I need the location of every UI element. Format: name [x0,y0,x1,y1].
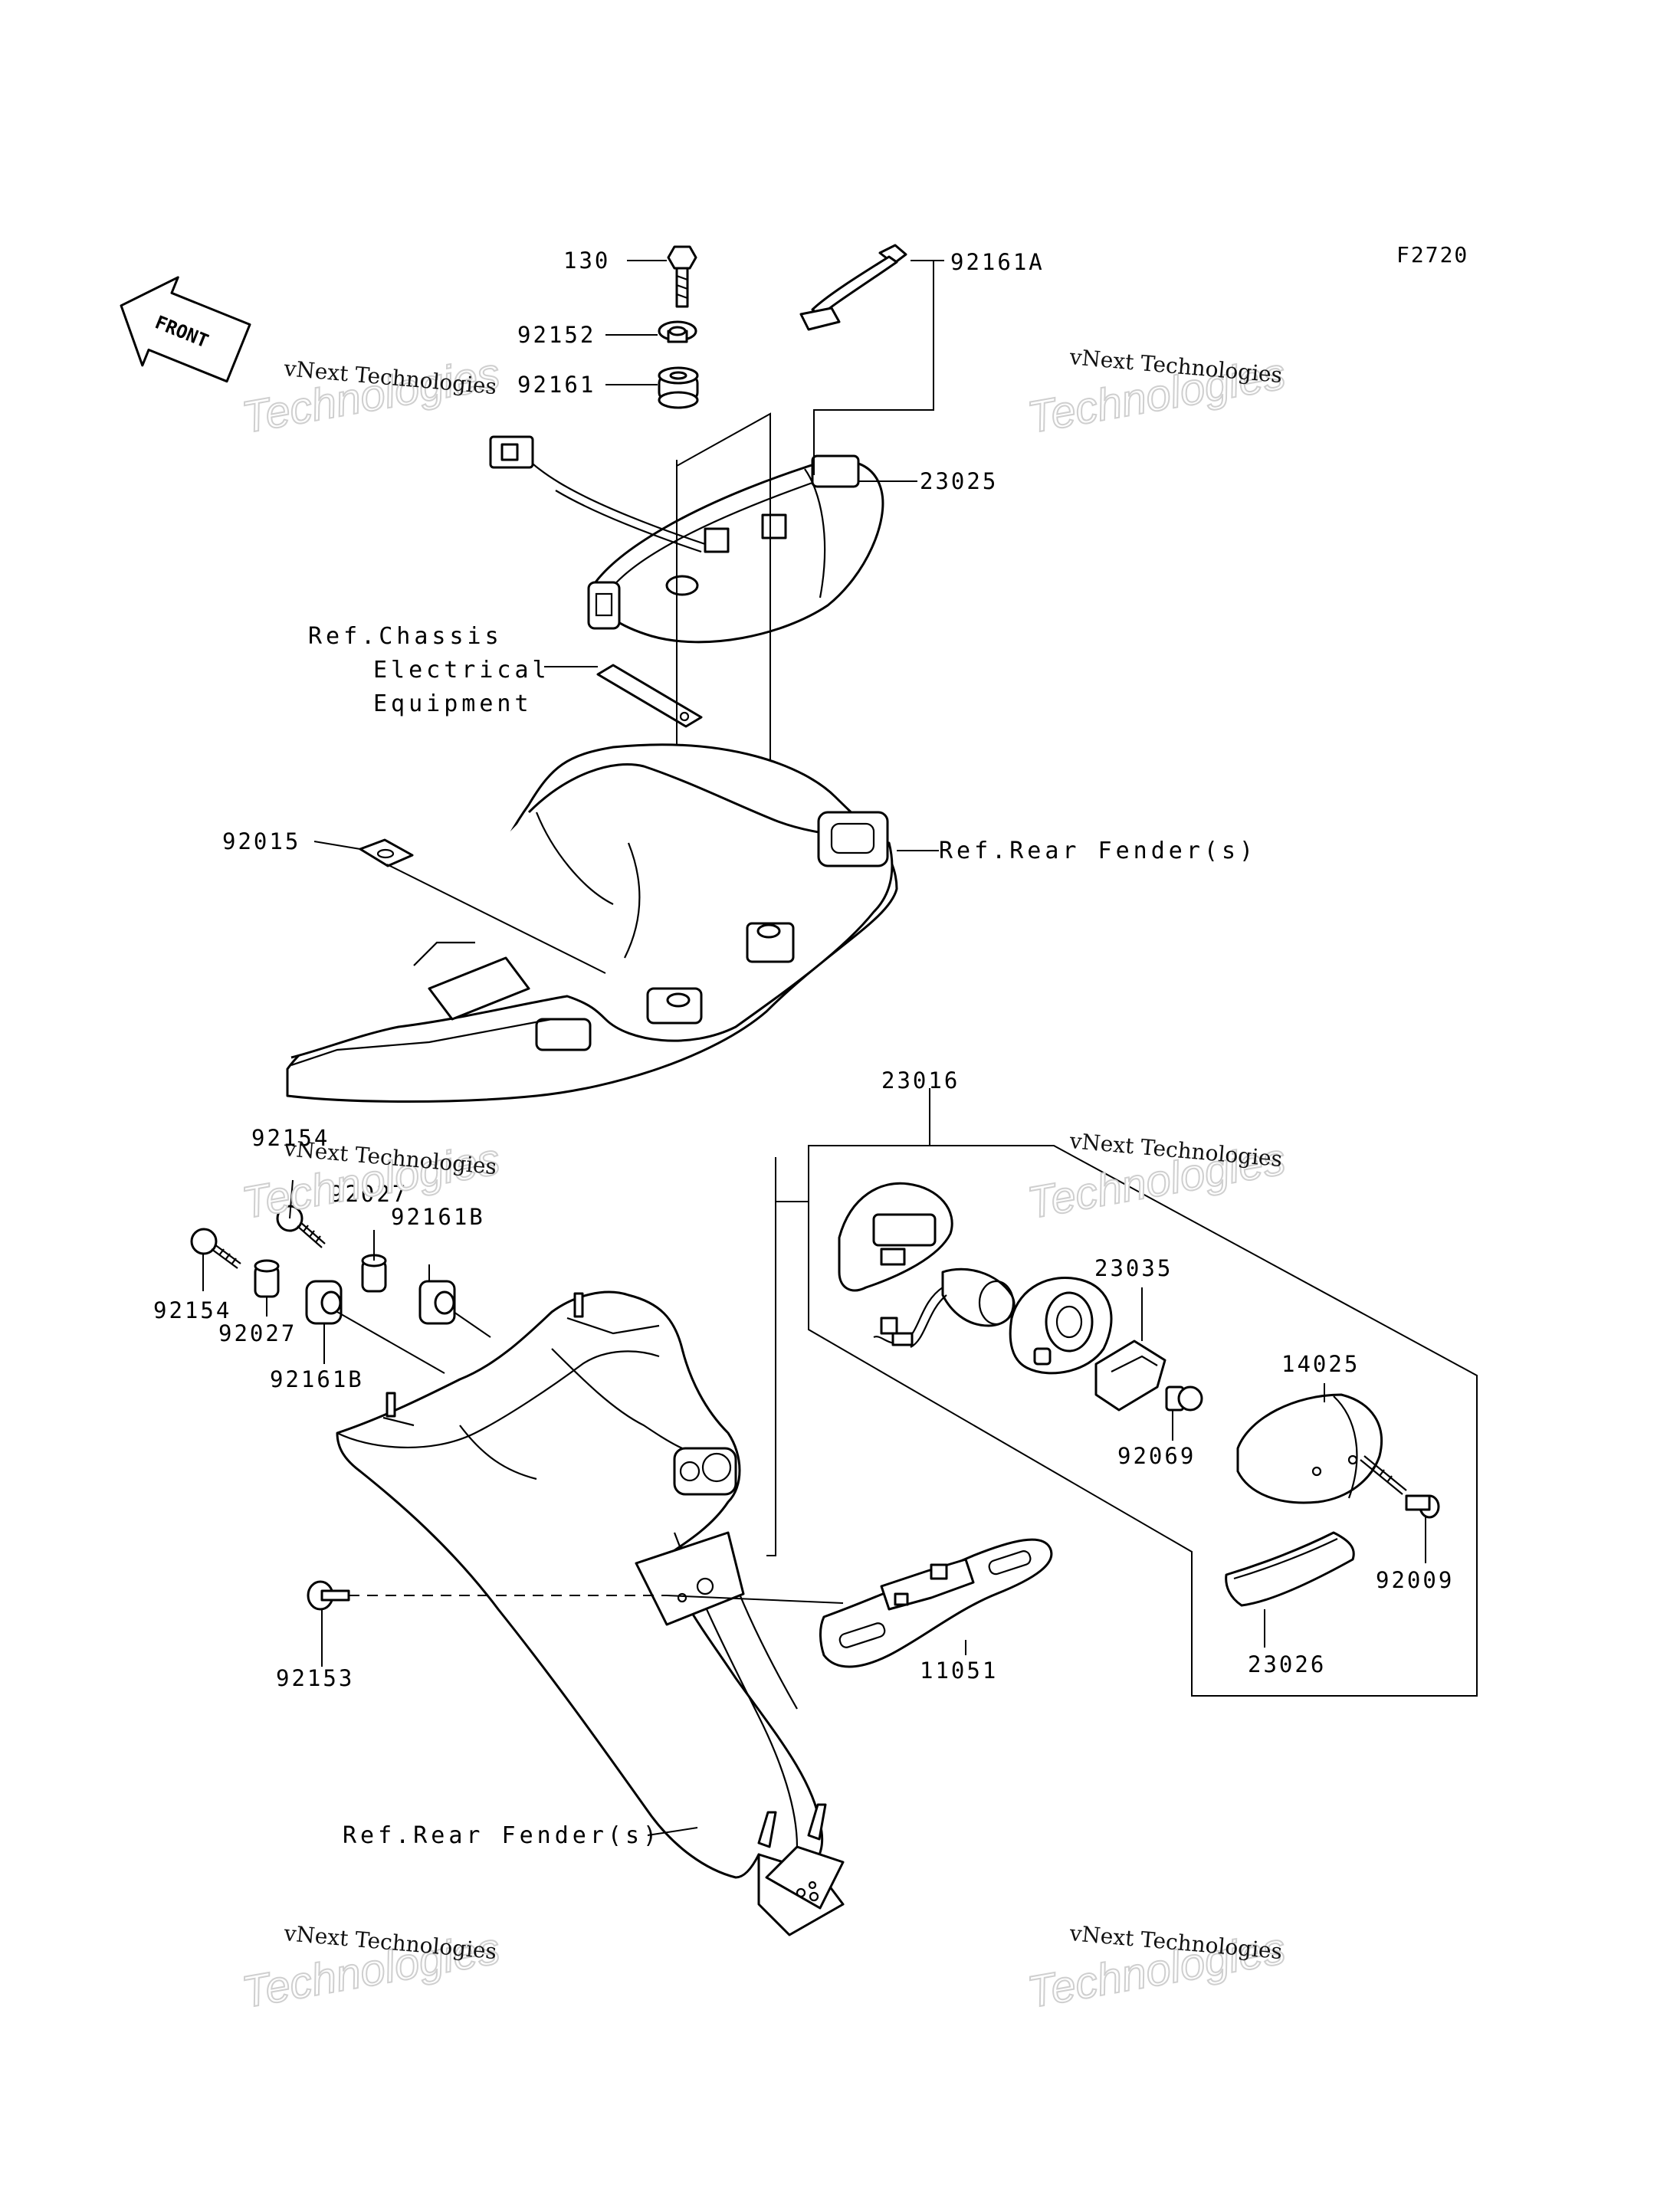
callout-92161a: 92161A [950,249,1045,275]
watermark-6: Technologies vNext Technologies [1023,1920,1290,2018]
rear-fender-upper-icon [286,743,898,1103]
license-fender-icon [336,1290,845,1936]
ref-rear-fender-bottom: Ref.Rear Fender(s) [343,1822,661,1849]
front-arrow-icon: FRONT [120,276,251,383]
ref-chassis-line2: Electrical [373,657,550,684]
collar-92027-bottom-icon [254,1259,280,1298]
callout-92027-bottom: 92027 [218,1320,297,1346]
watermark-5: Technologies vNext Technologies [238,1920,504,2018]
callout-92009: 92009 [1376,1567,1454,1593]
light-housing-icon [1009,1276,1113,1375]
socket-wire-icon [873,1267,1016,1348]
clip-23035-icon [1094,1340,1166,1412]
callout-23026: 23026 [1248,1651,1326,1677]
callout-92154-top: 92154 [251,1125,330,1151]
watermark-4: Technologies vNext Technologies [1023,1128,1290,1229]
callout-11051: 11051 [920,1658,998,1684]
callout-92069: 92069 [1117,1443,1196,1469]
tail-light-23025-icon [489,435,884,644]
callout-130: 130 [563,248,610,274]
strap-92161a-icon [799,244,907,331]
callout-14025: 14025 [1281,1351,1360,1377]
callout-23025: 23025 [920,468,998,494]
grommet-92161b-bottom-icon [305,1280,343,1325]
screw-92009-icon [1360,1455,1440,1519]
ref-rear-fender-top: Ref.Rear Fender(s) [939,838,1257,864]
watermark-2: Technologies vNext Technologies [1023,344,1290,444]
ref-chassis-line1: Ref.Chassis [308,623,503,650]
diagram-code: F2720 [1396,242,1468,267]
callout-92152: 92152 [517,322,596,348]
callout-92161b-bottom: 92161B [270,1366,364,1392]
grommet-92161-icon [658,366,699,409]
bolt-92153-icon [307,1580,350,1611]
callout-92154-bottom: 92154 [153,1297,231,1323]
callout-92015: 92015 [222,828,300,854]
callout-23016: 23016 [881,1067,960,1094]
watermark-1: Technologies vNext Technologies [238,348,504,444]
bulb-92069-icon [1165,1385,1203,1412]
washer-92152-icon [658,320,697,343]
bracket-plate-icon [596,664,703,728]
callout-92153: 92153 [276,1665,354,1691]
light-base-icon [838,1182,953,1292]
license-bracket-11051-icon [819,1538,1053,1668]
bolt-130-icon [667,245,697,308]
grommet-92161b-top-icon [418,1280,456,1325]
callout-92027-top: 92027 [330,1181,408,1207]
callout-23035: 23035 [1094,1255,1173,1281]
clip-nut-92015-icon [359,838,414,867]
callout-92161b-top: 92161B [391,1204,485,1230]
collar-92027-top-icon [361,1254,387,1293]
screw-92154-bottom-icon [190,1228,241,1269]
ref-chassis-line3: Equipment [373,690,533,717]
callout-92161: 92161 [517,372,596,398]
cover-23026-icon [1225,1531,1355,1607]
lens-14025-icon [1236,1393,1383,1504]
